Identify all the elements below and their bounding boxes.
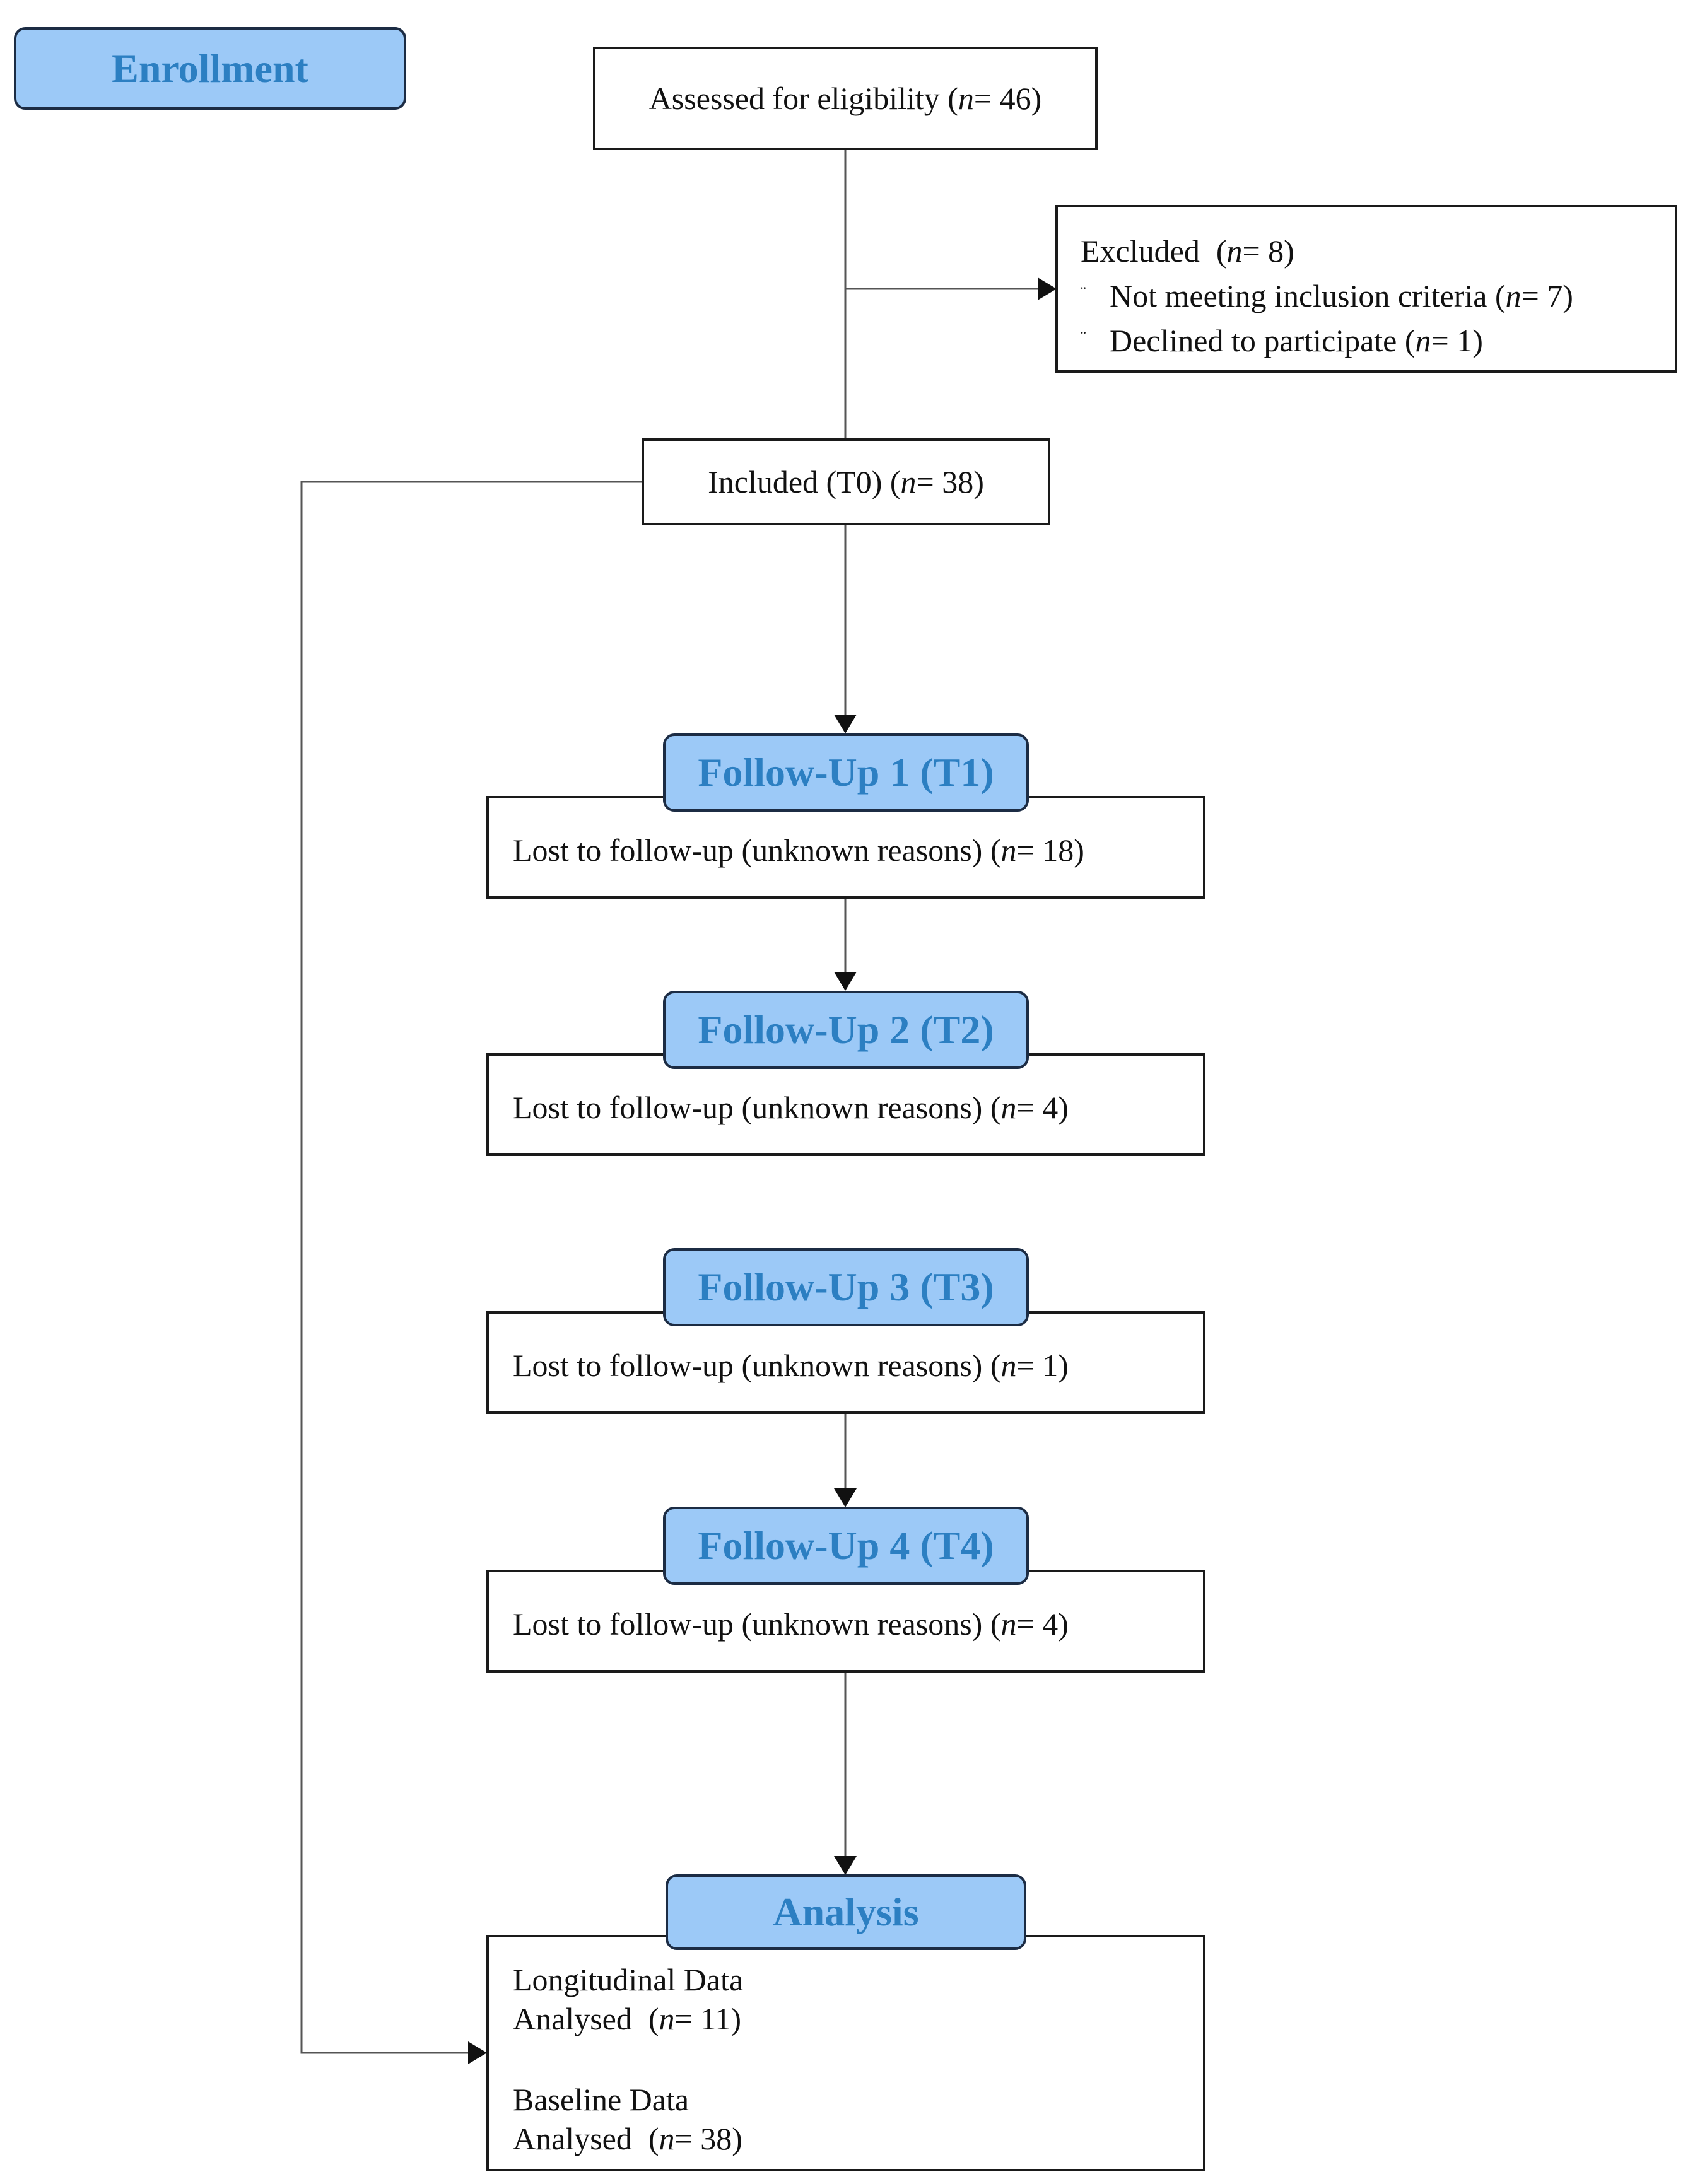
followup-n-symbol: n [1000, 1348, 1017, 1384]
excluded-reason-n: n [1505, 278, 1522, 313]
assessed-value: = 46) [973, 80, 1042, 116]
longitudinal-n-symbol: n [659, 2001, 675, 2036]
baseline-title-text: Baseline Data [513, 2082, 689, 2117]
arrowhead-fu2 [834, 972, 857, 991]
baseline-open: ( [648, 2121, 659, 2156]
arrowhead-fu4 [834, 1488, 857, 1507]
followup-value: = 4) [1016, 1606, 1069, 1642]
excluded-reason-row: ¨ Not meeting inclusion criteria (n = 7) [1081, 276, 1675, 321]
assessed-box: Assessed for eligibility (n = 46) [593, 47, 1098, 150]
longitudinal-title-text: Longitudinal Data [513, 1962, 744, 1997]
followup-label: Lost to follow-up (unknown reasons) ( [513, 1606, 1001, 1642]
excluded-reason-value: = 7) [1521, 278, 1573, 313]
stage-followup-2-label: Follow-Up 2 (T2) [698, 1007, 994, 1052]
included-label: Included (T0) ( [708, 464, 901, 499]
followup-value: = 4) [1016, 1090, 1069, 1126]
arrowhead-analysis [834, 1856, 857, 1875]
stage-followup-2: Follow-Up 2 (T2) [663, 991, 1029, 1069]
excluded-box: Excluded(n = 8) ¨Not meeting inclusion c… [1055, 205, 1677, 373]
excluded-count: = 8) [1242, 233, 1294, 269]
baseline-n-symbol: n [659, 2121, 675, 2156]
stage-enrollment: Enrollment [14, 27, 406, 110]
arrowhead-excluded [1038, 277, 1057, 300]
excluded-title-open: ( [1216, 233, 1227, 269]
followup-box-2: Lost to follow-up (unknown reasons) (n =… [486, 1053, 1205, 1156]
analysis-box: Longitudinal Data Analysed(n = 11) Basel… [486, 1935, 1205, 2171]
longitudinal-analysed: Analysed (n = 11) [513, 1999, 1203, 2038]
followup-box-1: Lost to follow-up (unknown reasons) (n =… [486, 796, 1205, 899]
excluded-reason-label: Declined to participate ( [1110, 323, 1416, 358]
assessed-label: Assessed for eligibility ( [648, 80, 958, 116]
bullet-icon: ¨ [1081, 283, 1086, 301]
longitudinal-value: = 11) [674, 2001, 742, 2036]
followup-n-symbol: n [1000, 1606, 1017, 1642]
excluded-reason-n: n [1415, 323, 1431, 358]
followup-box-3: Lost to follow-up (unknown reasons) (n =… [486, 1311, 1205, 1414]
followup-label: Lost to follow-up (unknown reasons) ( [513, 1090, 1001, 1126]
arrowhead-fu1 [834, 715, 857, 733]
longitudinal-label: Analysed [513, 2001, 632, 2036]
baseline-label: Analysed [513, 2121, 632, 2156]
stage-followup-4-label: Follow-Up 4 (T4) [698, 1523, 994, 1568]
arrowhead-analysis-left [468, 2041, 487, 2064]
stage-analysis-label: Analysis [773, 1889, 919, 1934]
excluded-title-row: Excluded (n = 8) [1081, 231, 1675, 276]
stage-enrollment-label: Enrollment [112, 45, 308, 91]
baseline-analysed: Analysed (n = 38) [513, 2119, 1203, 2158]
bullet-icon: ¨ [1081, 328, 1086, 346]
longitudinal-open: ( [648, 2001, 659, 2036]
longitudinal-title: Longitudinal Data [513, 1960, 1203, 1999]
stage-followup-4: Follow-Up 4 (T4) [663, 1507, 1029, 1585]
excluded-reason-value: = 1) [1431, 323, 1483, 358]
excluded-n-symbol: n [1226, 233, 1243, 269]
connector-included-to-analysis [300, 481, 642, 2054]
stage-followup-1-label: Follow-Up 1 (T1) [698, 750, 994, 795]
excluded-reason-label: Not meeting inclusion criteria ( [1110, 278, 1506, 313]
followup-n-symbol: n [1000, 1090, 1017, 1126]
excluded-reason-row: ¨ Declined to participate (n = 1) [1081, 321, 1675, 366]
included-n-symbol: n [900, 464, 917, 499]
included-value: = 38) [916, 464, 984, 499]
included-box: Included (T0) (n = 38) [642, 438, 1050, 525]
followup-value: = 1) [1016, 1348, 1069, 1384]
stage-followup-1: Follow-Up 1 (T1) [663, 733, 1029, 812]
stage-followup-3: Follow-Up 3 (T3) [663, 1248, 1029, 1326]
stage-followup-3-label: Follow-Up 3 (T3) [698, 1264, 994, 1309]
followup-n-symbol: n [1000, 832, 1017, 868]
assessed-n-symbol: n [958, 80, 974, 116]
baseline-value: = 38) [674, 2121, 742, 2156]
baseline-title: Baseline Data [513, 2080, 1203, 2119]
stage-analysis: Analysis [666, 1874, 1026, 1950]
followup-value: = 18) [1016, 832, 1084, 868]
followup-label: Lost to follow-up (unknown reasons) ( [513, 1348, 1001, 1384]
excluded-title: Excluded [1081, 233, 1200, 269]
followup-label: Lost to follow-up (unknown reasons) ( [513, 832, 1001, 868]
followup-box-4: Lost to follow-up (unknown reasons) (n =… [486, 1570, 1205, 1673]
